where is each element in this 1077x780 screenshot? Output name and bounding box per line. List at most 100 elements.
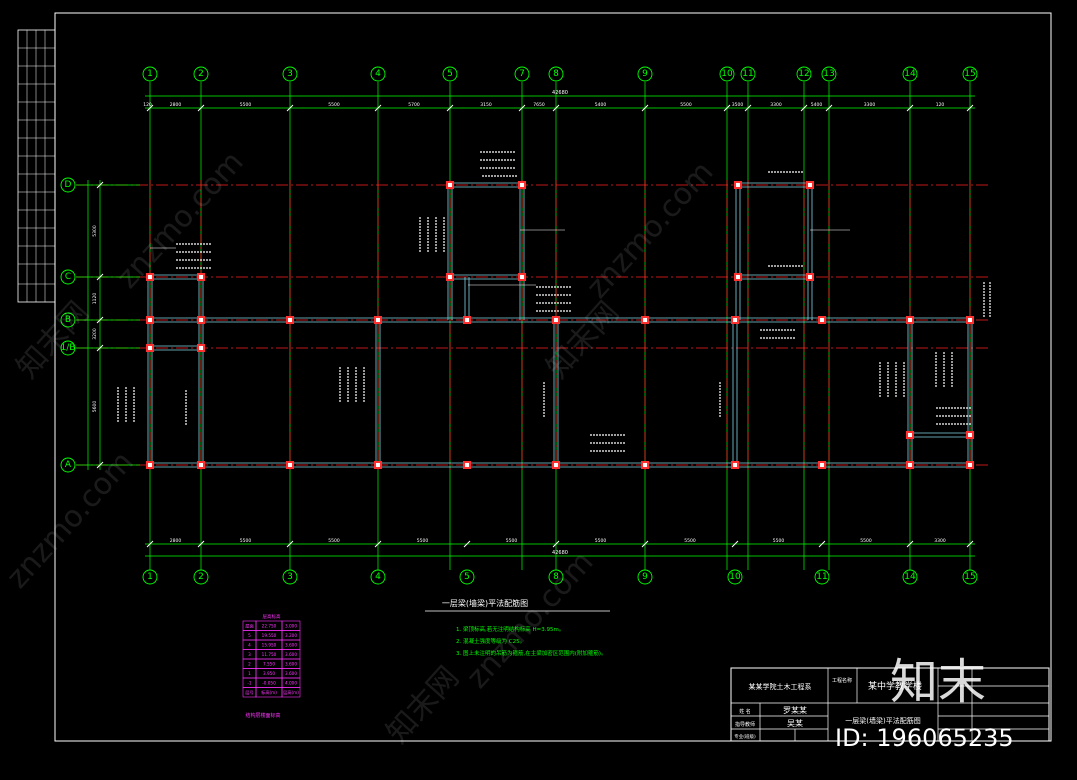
level-table-cell-text: 3.000 — [285, 623, 297, 628]
id-label: ID: 196065235 — [835, 724, 1014, 752]
axis-bubble-top-circle — [142, 66, 158, 82]
dim-tick — [641, 540, 649, 548]
note-3: 3. 图上未注明的吊筋为箍筋,在主梁加密区范围内(附加箍筋)。 — [456, 649, 607, 657]
column-core — [908, 318, 912, 322]
dim-tick — [286, 540, 294, 548]
dim-text-bottom: 5500 — [240, 538, 252, 544]
dim-text-top: 2800 — [170, 102, 182, 108]
level-table-caption: 结构层楼面标高 — [245, 712, 280, 719]
axis-bubble-top-circle — [442, 66, 458, 82]
horizontal-axis-lines — [76, 184, 990, 466]
drawing-border — [54, 12, 1052, 742]
axis-bubble-top-circle — [740, 66, 756, 82]
axis-bubble-top-circle — [370, 66, 386, 82]
axis-bubble-top-circle — [637, 66, 653, 82]
axis-bubble-bottom-label: 9 — [642, 572, 648, 582]
dim-text-left: 5300 — [92, 225, 98, 237]
column-core — [736, 183, 740, 187]
column-core — [288, 463, 292, 467]
column-core — [808, 183, 812, 187]
tb-date-label: 专业(班级) — [734, 733, 756, 740]
dim-tick — [818, 540, 826, 548]
axis-bubble-bottom-circle — [142, 569, 158, 585]
level-table-cell-text: 层高(m) — [283, 689, 299, 696]
column-core — [199, 318, 203, 322]
watermark-4: znzmo.com — [460, 545, 601, 696]
axis-bubble-top-label: 14 — [904, 69, 916, 79]
column-core — [148, 346, 152, 350]
axis-bubble-top-label: 12 — [798, 69, 809, 79]
column-core — [376, 318, 380, 322]
dim-tick — [286, 104, 294, 112]
dim-text-bottom: 2800 — [170, 538, 182, 544]
column-core — [908, 433, 912, 437]
column-core — [376, 463, 380, 467]
dim-tick — [800, 104, 808, 112]
axis-bubble-top-label: 7 — [519, 69, 525, 79]
column-core — [148, 463, 152, 467]
axis-bubble-bottom-label: 15 — [964, 572, 975, 582]
dim-tick — [446, 104, 454, 112]
overall-dim-top: 42680 — [552, 90, 568, 96]
dim-tick — [197, 540, 205, 548]
note-2: 2. 混凝土强度等级为 C25。 — [456, 637, 525, 645]
axis-bubble-bottom-label: 3 — [287, 572, 293, 582]
dim-tick — [641, 104, 649, 112]
axis-bubble-bottom-circle — [459, 569, 475, 585]
level-table-cell-text: 1 — [248, 671, 251, 676]
watermark-cn-2: 知末网 — [540, 295, 626, 385]
level-table-cell-text: 15.950 — [262, 642, 277, 647]
dim-tick — [731, 540, 739, 548]
dim-tick — [906, 104, 914, 112]
dim-text-top: 120 — [936, 102, 945, 108]
level-table-cell — [281, 687, 301, 698]
level-table-cell-text: 5 — [248, 633, 251, 638]
dim-tick — [146, 104, 154, 112]
axis-bubble-top-label: 13 — [823, 69, 834, 79]
dim-tick — [966, 104, 974, 112]
dim-text-top: 5400 — [811, 102, 823, 108]
dim-text-left: 5600 — [92, 401, 98, 413]
tb-name-label: 姓 名 — [739, 708, 751, 715]
level-table-cell-text: 19.550 — [262, 633, 277, 638]
axis-bubble-top-circle — [962, 66, 978, 82]
beam-annotations — [117, 151, 991, 452]
dim-text-top: 5500 — [328, 102, 340, 108]
column-core — [968, 463, 972, 467]
column-core — [554, 463, 558, 467]
axis-bubble-bottom-label: 10 — [729, 572, 741, 582]
axis-bubble-top-circle — [548, 66, 564, 82]
watermark-cn-1: 知末网 — [10, 295, 96, 385]
dim-text-top: 3150 — [480, 102, 492, 108]
dim-text-top: 5500 — [240, 102, 252, 108]
dim-tick — [552, 540, 560, 548]
axis-bubble-top-circle — [719, 66, 735, 82]
axis-bubble-top-circle — [514, 66, 530, 82]
axis-bubble-bottom-label: 8 — [553, 572, 559, 582]
axis-bubble-bottom-circle — [548, 569, 564, 585]
tb-drawing-name: 一层梁(墙梁)平法配筋图 — [845, 716, 920, 725]
level-table-cell-text: 层号 — [245, 690, 253, 696]
dim-tick — [463, 540, 471, 548]
column-core — [199, 463, 203, 467]
column-core — [643, 318, 647, 322]
level-table-cell-text: 标高(m) — [261, 689, 277, 696]
dim-text-bottom: 5500 — [417, 538, 429, 544]
axis-bubble-top-label: 4 — [375, 69, 381, 79]
axis-bubble-top-circle — [193, 66, 209, 82]
axis-bubble-bottom-label: 2 — [198, 572, 204, 582]
axis-bubble-bottom-label: 4 — [375, 572, 381, 582]
axis-bubble-top-label: 15 — [964, 69, 975, 79]
revision-strip-lines — [18, 30, 55, 302]
axis-bubble-top-circle — [796, 66, 812, 82]
axis-bubble-left-circle — [60, 340, 76, 356]
level-table-cell-text: 4 — [248, 642, 251, 647]
dim-tick — [966, 540, 974, 548]
axis-bubble-left-label: A — [65, 460, 72, 470]
axis-bubble-bottom-circle — [814, 569, 830, 585]
axis-bubble-top-circle — [282, 66, 298, 82]
column-core — [808, 275, 812, 279]
axis-bubble-bottom-label: 11 — [816, 572, 827, 582]
dim-text-bottom: 5500 — [684, 538, 696, 544]
